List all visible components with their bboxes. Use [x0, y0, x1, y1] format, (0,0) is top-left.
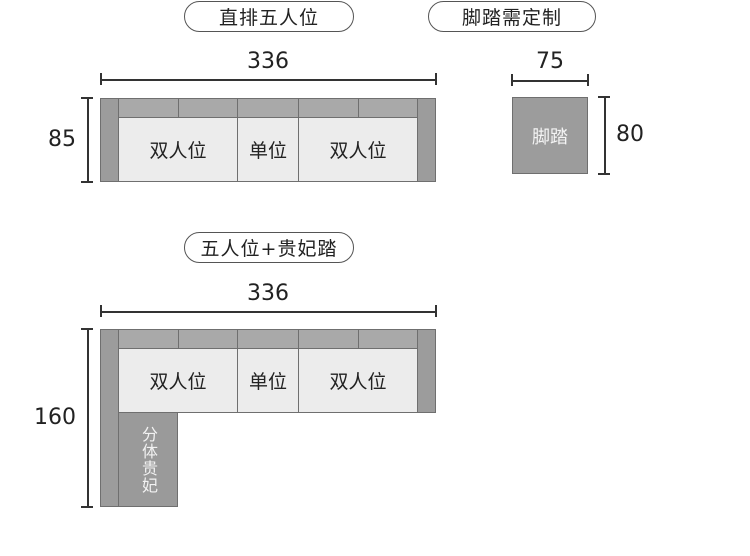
sofa1-back-cushion [118, 98, 179, 118]
section1-title: 直排五人位 [184, 1, 354, 32]
sofa1-seat-double: 双人位 [118, 117, 238, 182]
sofa1-seat-single: 单位 [237, 117, 299, 182]
section1-height-tick-top [81, 97, 93, 99]
section2-height-tick-bottom [81, 506, 93, 508]
section2-width-label: 336 [247, 281, 289, 306]
section2-title: 五人位+贵妃踏 [184, 232, 354, 263]
sofa2-left-arm [100, 329, 119, 507]
sofa2-back-cushion [178, 329, 238, 349]
ottoman-width-tick-right [587, 74, 589, 86]
sofa1-back-cushion [178, 98, 238, 118]
section1-width-label: 336 [247, 49, 289, 74]
sofa2-seat-double: 双人位 [298, 348, 418, 413]
sofa2-seat-double: 双人位 [118, 348, 238, 413]
section2-width-tick-right [435, 305, 437, 317]
sofa2-right-arm [417, 329, 436, 413]
section1-height-label: 85 [48, 127, 76, 152]
sofa2-back-cushion [237, 329, 299, 349]
ottoman-height-line [604, 97, 606, 174]
sofa2-back-cushion [118, 329, 179, 349]
section1-height-line [87, 98, 89, 182]
sofa1-right-arm [417, 98, 436, 182]
ottoman-height-tick-top [598, 96, 610, 98]
ottoman-width-line [512, 80, 588, 82]
ottoman-width-tick-left [511, 74, 513, 86]
ottoman-height-tick-bottom [598, 173, 610, 175]
sofa2-back-cushion [298, 329, 359, 349]
sofa2-seat-single: 单位 [237, 348, 299, 413]
section1-width-tick-left [100, 73, 102, 85]
section1-width-line [101, 79, 436, 81]
sofa1-left-arm [100, 98, 119, 182]
sofa2-chaise: 分体贵妃 [118, 412, 178, 507]
section2-height-tick-top [81, 328, 93, 330]
section2-height-label: 160 [34, 405, 76, 430]
sofa1-back-cushion [237, 98, 299, 118]
section2-height-line [87, 329, 89, 507]
sofa2-back-cushion [358, 329, 418, 349]
ottoman-width-label: 75 [536, 49, 564, 74]
section2-width-line [101, 311, 436, 313]
section1-width-tick-right [435, 73, 437, 85]
sofa1-seat-double: 双人位 [298, 117, 418, 182]
section1-height-tick-bottom [81, 181, 93, 183]
ottoman-title: 脚踏需定制 [428, 1, 596, 32]
ottoman-height-label: 80 [616, 122, 644, 147]
sofa1-back-cushion [298, 98, 359, 118]
ottoman: 脚踏 [512, 97, 588, 174]
sofa1-back-cushion [358, 98, 418, 118]
section2-width-tick-left [100, 305, 102, 317]
